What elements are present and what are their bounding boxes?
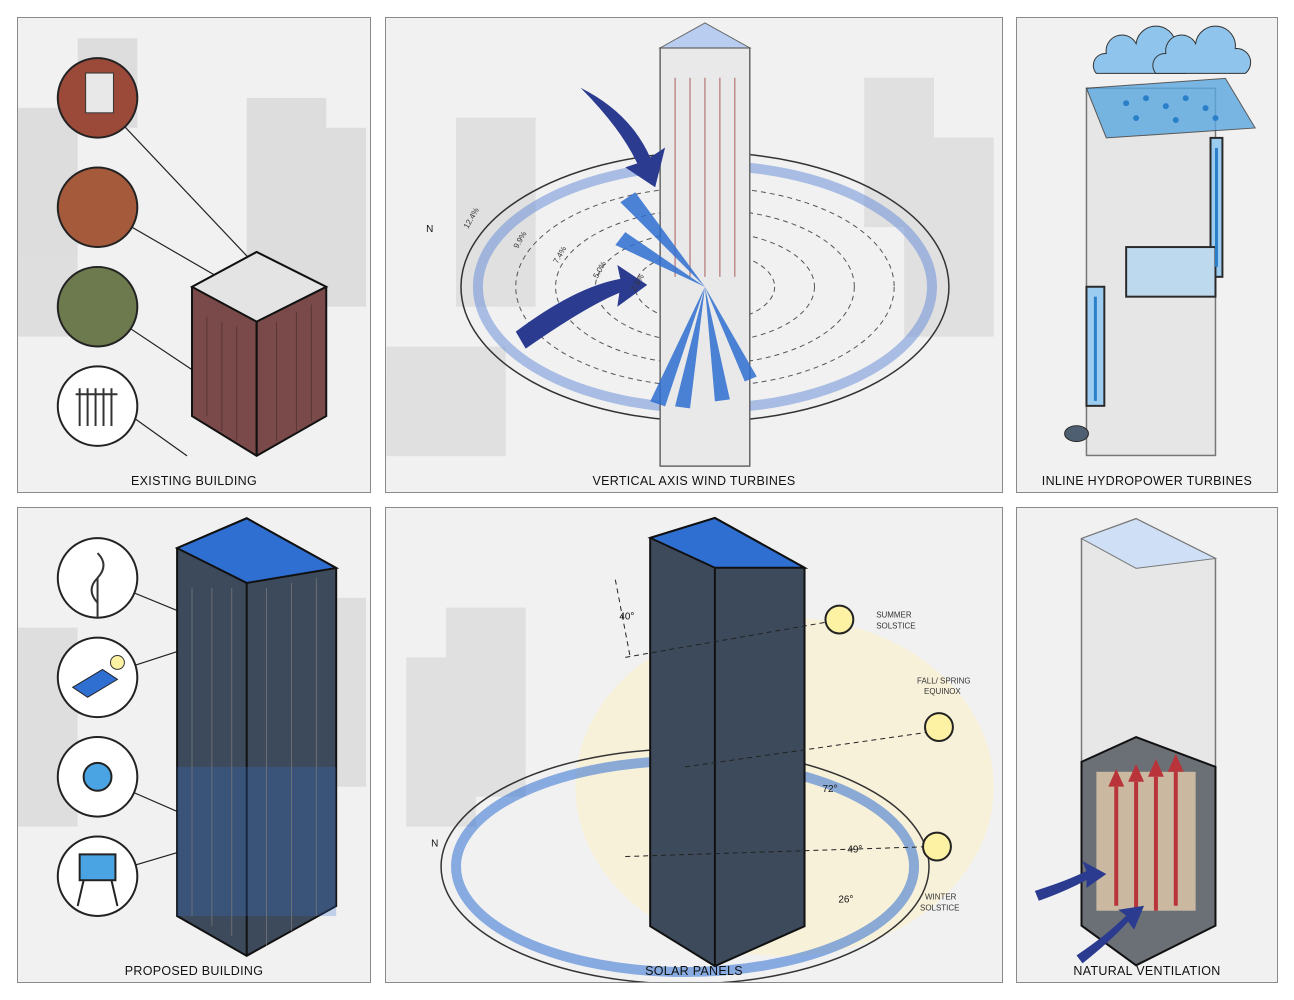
panel-caption: EXISTING BUILDING [131, 474, 257, 488]
cool-air-arrow-icon [1076, 905, 1145, 964]
panel-caption: INLINE HYDROPOWER TURBINES [1041, 474, 1253, 488]
angle-72: 72° [822, 784, 837, 795]
angle-26: 26° [838, 894, 853, 905]
ventilation-illustration [1034, 517, 1218, 967]
existing-building-illustration [18, 38, 367, 458]
brick-detail-circle [56, 166, 139, 249]
panel-proposed-building: PROPOSED BUILDING [17, 507, 371, 983]
panel-caption: PROPOSED BUILDING [124, 964, 264, 978]
winter-label-2: SOLSTICE [920, 903, 959, 912]
panel-caption: SOLAR PANELS [645, 964, 743, 978]
panel-solar-panels: N SUMMER SOLSTICE FALL/ SPRING EQUINOX W… [385, 507, 1003, 983]
sun-icon [824, 604, 855, 635]
panel-existing-building: EXISTING BUILDING [17, 17, 371, 493]
courtyard-detail-circle [56, 265, 139, 348]
panel-hydropower: INLINE HYDROPOWER TURBINES [1016, 17, 1278, 493]
warm-air-arrow-icon [1108, 753, 1184, 787]
fence-detail-circle [56, 365, 139, 447]
equinox-label-1: FALL/ SPRING [917, 676, 970, 685]
panel-caption: VERTICAL AXIS WIND TURBINES [592, 474, 796, 488]
turbine-icon [1064, 425, 1089, 443]
proposed-building-illustration [18, 517, 367, 957]
solar-path-illustration: N SUMMER SOLSTICE FALL/ SPRING EQUINOX W… [406, 516, 994, 982]
hydropower-illustration [1064, 25, 1257, 457]
ring-label: 7.4% [552, 245, 569, 265]
sun-icon [109, 655, 125, 670]
north-label: N [426, 224, 433, 235]
ring-label: 5.0% [591, 260, 608, 280]
wind-rose-illustration: N 12.4% 9.9% 7.4% 5.0% 2.5% [386, 22, 994, 467]
angle-49: 49° [847, 845, 862, 856]
summer-label-2: SOLSTICE [876, 621, 915, 630]
angle-40: 40° [619, 612, 634, 623]
panel-natural-ventilation: NATURAL VENTILATION [1016, 507, 1278, 983]
hydro-turbine-icon [82, 761, 113, 792]
summer-label-1: SUMMER [876, 611, 912, 620]
panel-wind-turbines: N 12.4% 9.9% 7.4% 5.0% 2.5% VERTICAL AXI… [385, 17, 1003, 493]
equinox-label-2: EQUINOX [924, 687, 961, 696]
panel-caption: NATURAL VENTILATION [1073, 964, 1221, 978]
winter-label-1: WINTER [925, 892, 957, 901]
solar-roof [174, 517, 340, 584]
sun-icon [922, 831, 952, 862]
cloud-icon [1152, 25, 1252, 74]
wind-arrow-icon [515, 264, 648, 349]
cool-air-arrow-icon [1034, 861, 1107, 901]
solar-panel-icon [71, 668, 119, 698]
north-label: N [431, 839, 438, 850]
water-tower-icon [78, 853, 117, 882]
wind-arrow-icon [580, 87, 666, 188]
sun-icon [924, 712, 954, 743]
